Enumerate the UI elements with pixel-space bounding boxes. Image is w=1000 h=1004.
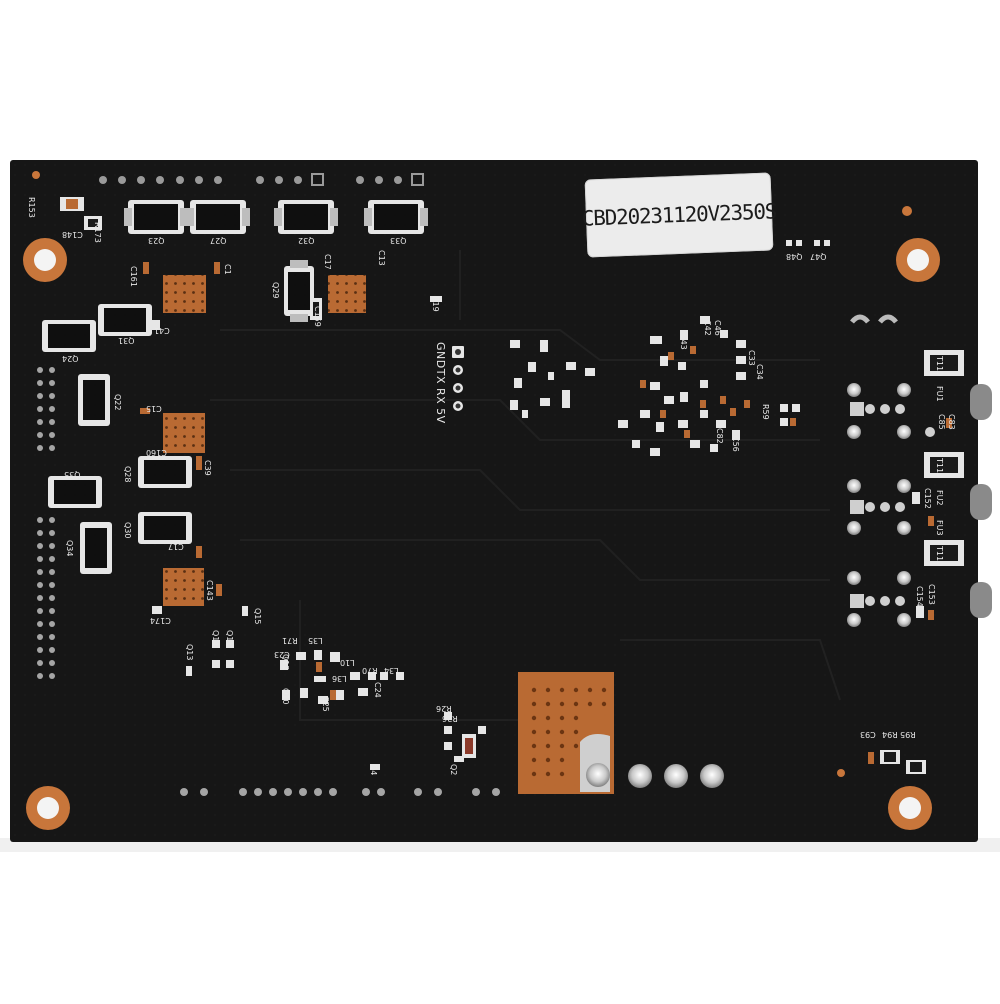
silk-label: FU3 — [935, 520, 944, 536]
silk-label: L35 — [308, 636, 323, 645]
silk-label: R95 — [900, 730, 916, 739]
silk-label: C83 — [947, 414, 956, 430]
silk-label: C46 — [713, 320, 722, 336]
silk-label: Q35 — [64, 470, 81, 479]
serial-number-text: CBD20231120V2350S — [581, 199, 777, 231]
silk-label: Q14 — [211, 630, 220, 647]
silk-label: C15 — [146, 404, 162, 413]
silk-label: R26 — [436, 704, 452, 713]
silk-label: Q22 — [113, 394, 122, 411]
silk-label: Q11 — [225, 630, 234, 647]
uart-header-label: GNDTX RX 5V — [434, 342, 447, 424]
silk-label: Q28 — [123, 466, 132, 483]
uart-header — [452, 346, 464, 411]
silk-label: Q29 — [271, 282, 280, 299]
silk-label: R70 — [362, 666, 378, 675]
silk-label: C56 — [731, 436, 740, 452]
silk-label: FU1 — [935, 386, 944, 402]
silk-label: R19 — [431, 296, 440, 312]
silk-label: C23 — [274, 650, 290, 659]
silk-label: C1 — [223, 264, 232, 275]
silk-label: Q2 — [449, 764, 458, 776]
silk-label: Q10 — [281, 688, 290, 705]
silk-label: C25 — [321, 696, 330, 712]
silk-label: R71 — [282, 636, 298, 645]
silk-label: T110 — [935, 546, 944, 567]
silk-label: C160 — [146, 448, 167, 457]
silk-label: Q48 — [786, 252, 803, 261]
silk-label: Q27 — [210, 236, 227, 245]
silk-label: R59 — [761, 404, 770, 420]
silk-label: Q34 — [65, 540, 74, 557]
silk-label: FU2 — [935, 490, 944, 506]
silk-label: C17 — [323, 254, 332, 270]
serial-sticker: CBD20231120V2350S — [581, 172, 777, 258]
silk-label: C34 — [755, 364, 764, 380]
thermal-pads — [163, 275, 366, 606]
silk-label: Q15 — [253, 608, 262, 625]
silk-label: C42 — [703, 320, 712, 336]
mounting-holes — [23, 171, 940, 830]
silk-label: C148 — [62, 230, 83, 239]
silk-label: C143 — [205, 580, 214, 601]
bottom-copper-pad — [518, 672, 614, 794]
silk-label: Q32 — [298, 236, 315, 245]
silk-label: R173 — [93, 222, 102, 243]
silk-label: C152 — [923, 488, 932, 509]
silk-label: L10 — [340, 658, 355, 667]
silk-label: C39 — [203, 460, 212, 476]
silk-label: C161 — [129, 266, 138, 287]
right-connectors — [847, 314, 992, 627]
transistors-top — [124, 200, 428, 234]
silk-label: R94 — [882, 730, 898, 739]
left-pin-grid — [37, 367, 55, 679]
silk-label: Q24 — [62, 354, 79, 363]
silk-label: C43 — [679, 334, 688, 350]
silk-label: Q33 — [390, 236, 407, 245]
silk-label: Q4 — [369, 764, 378, 776]
silk-label: C85 — [937, 414, 946, 430]
silk-label: C153 — [927, 584, 936, 605]
silk-label: C82 — [715, 428, 724, 444]
silk-label: C41 — [154, 326, 170, 335]
silk-label: Q23 — [148, 236, 165, 245]
silk-label: Q47 — [810, 252, 827, 261]
silk-label: C93 — [860, 730, 876, 739]
silk-label: C159 — [313, 306, 322, 327]
silk-label: L36 — [332, 674, 347, 683]
silk-label: L34 — [384, 666, 399, 675]
silk-label: Q30 — [123, 522, 132, 539]
silk-label: Q31 — [118, 336, 135, 345]
silk-label: C24 — [373, 682, 382, 698]
silk-label: C13 — [377, 250, 386, 266]
silk-label: T110 — [935, 356, 944, 377]
silk-label: Q13 — [185, 644, 194, 661]
silk-label: C17 — [168, 542, 184, 551]
silk-label: R153 — [27, 197, 36, 218]
silk-label: T110 — [935, 458, 944, 479]
transistors-left — [42, 304, 192, 574]
silk-label: C154 — [915, 586, 924, 607]
silk-label: C174 — [150, 616, 171, 625]
silk-label: R26 — [442, 714, 458, 723]
